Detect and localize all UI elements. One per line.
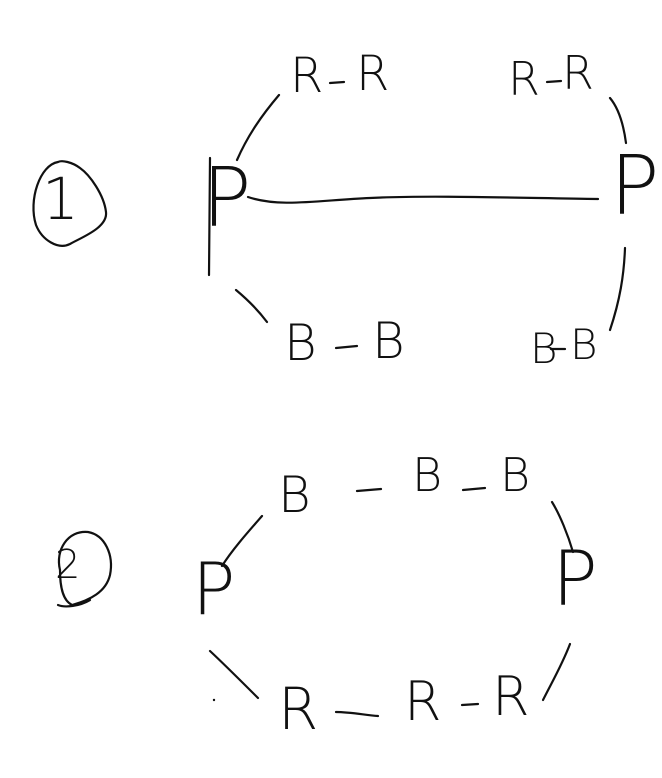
s2-node-r2: R xyxy=(404,670,442,733)
s1-node-p-right: P xyxy=(610,139,660,234)
s1-node-rr-left-r1: R xyxy=(290,48,324,104)
s2-number-underline xyxy=(56,598,92,608)
s2-bond-r2-to-r3 xyxy=(460,702,480,707)
s2-bond-p-to-b1 xyxy=(220,514,264,568)
s1-node-rr-right-r2: R xyxy=(562,46,594,100)
s2-number: 2 xyxy=(55,542,81,588)
s1-node-bb-left-b2: B xyxy=(372,312,405,370)
s2-node-r1: R xyxy=(278,675,319,743)
s2-number-circle xyxy=(57,530,112,607)
s1-rr-right-dash xyxy=(545,79,563,84)
s2-bond-p-right-to-r3 xyxy=(541,642,572,702)
s1-number-circle xyxy=(32,160,108,247)
s1-bb-left-dash xyxy=(334,344,359,350)
s2-bond-b2-to-b3 xyxy=(461,486,487,492)
s1-bond-p-to-bb-right xyxy=(608,246,627,332)
s2-node-b3: B xyxy=(500,448,531,502)
s2-node-r3: R xyxy=(492,665,530,728)
s1-rr-left-dash xyxy=(328,80,346,85)
s1-bond-p-left-vertical xyxy=(207,156,212,277)
s2-bond-b1-to-b2 xyxy=(355,487,383,493)
s2-node-p-right: P xyxy=(552,534,598,623)
s1-number: 1 xyxy=(42,165,79,233)
s2-node-b1: B xyxy=(278,466,311,524)
s1-node-bb-right-b2: B xyxy=(570,320,598,369)
s1-node-rr-left-r2: R xyxy=(356,46,390,102)
s2-bond-b3-to-p-right xyxy=(550,500,575,554)
s1-bond-p-to-p xyxy=(246,195,600,204)
s1-bond-rr-to-p-right xyxy=(608,96,628,145)
s2-node-p-left: P xyxy=(192,547,236,631)
s2-bond-r1-to-r2 xyxy=(334,710,380,718)
s1-node-p-left: P xyxy=(202,151,252,246)
s1-bond-p-to-rr-left xyxy=(235,93,281,162)
s1-node-bb-right-b1: B xyxy=(530,324,558,373)
s2-node-b2: B xyxy=(412,448,443,502)
s1-bond-p-to-bb-left xyxy=(234,288,269,324)
s1-node-bb-left-b1: B xyxy=(284,314,317,372)
s2-bond-r1-to-p-left xyxy=(208,649,260,700)
s2-stray-dot xyxy=(212,698,216,702)
s1-node-rr-right-r1: R xyxy=(508,52,540,106)
